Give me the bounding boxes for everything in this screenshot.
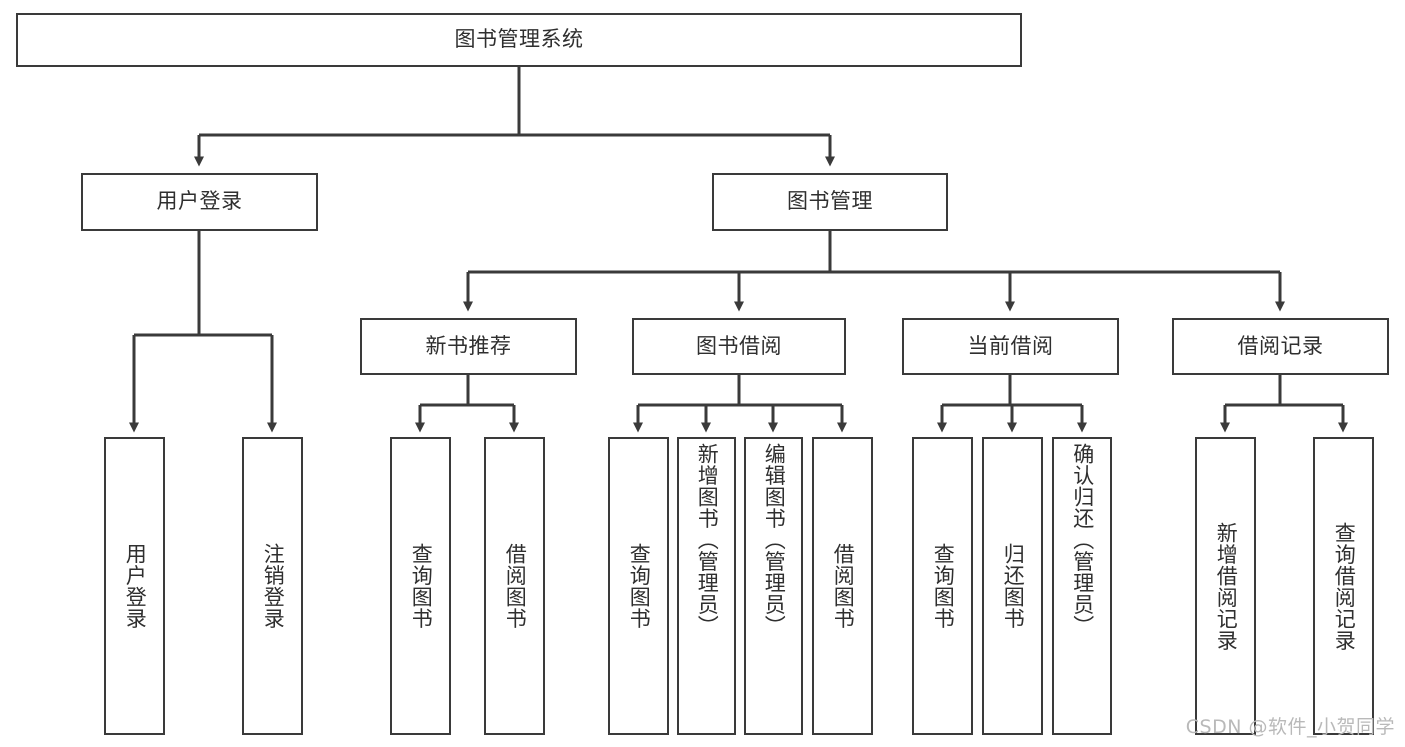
watermark-text: CSDN @软件_小贺同学 [1185, 716, 1395, 738]
node-label: 用户登录 [156, 189, 243, 214]
leaf-confirm-return-admin[interactable]: 确认归还（管理员） [1052, 437, 1112, 735]
leaf-user-login[interactable]: 用户登录 [104, 437, 165, 735]
leaf-borrow-book[interactable]: 借阅图书 [812, 437, 873, 735]
node-label: 用户登录 [123, 543, 148, 629]
node-borrow-record[interactable]: 借阅记录 [1172, 318, 1389, 375]
node-label: 图书管理系统 [454, 27, 584, 52]
node-label: 查询图书 [409, 543, 434, 629]
node-book-management[interactable]: 图书管理 [712, 173, 948, 231]
node-label: 查询图书 [931, 543, 956, 629]
node-current-borrow[interactable]: 当前借阅 [902, 318, 1119, 375]
leaf-borrow-book-recommend[interactable]: 借阅图书 [484, 437, 545, 735]
node-label: 查询图书 [627, 543, 652, 629]
leaf-query-book-current[interactable]: 查询图书 [912, 437, 973, 735]
node-label: 借阅图书 [831, 543, 856, 629]
leaf-add-borrow-record[interactable]: 新增借阅记录 [1195, 437, 1256, 735]
leaf-query-book-recommend[interactable]: 查询图书 [390, 437, 451, 735]
node-user-login[interactable]: 用户登录 [81, 173, 318, 231]
edge-borrowrecord-to-leaves [1220, 375, 1348, 433]
leaf-return-book[interactable]: 归还图书 [982, 437, 1043, 735]
node-label: 新增图书（管理员） [695, 443, 720, 637]
edge-bookborrow-to-leaves [633, 375, 847, 433]
edge-root-to-level2 [194, 67, 835, 167]
leaf-add-book-admin[interactable]: 新增图书（管理员） [677, 437, 736, 735]
node-root-library-management-system[interactable]: 图书管理系统 [16, 13, 1022, 67]
edge-newbook-to-leaves [415, 375, 519, 433]
node-label: 注销登录 [261, 543, 286, 629]
leaf-query-borrow-record[interactable]: 查询借阅记录 [1313, 437, 1374, 735]
node-label: 查询借阅记录 [1332, 521, 1357, 651]
leaf-query-book-borrow[interactable]: 查询图书 [608, 437, 669, 735]
node-label: 编辑图书（管理员） [762, 443, 787, 637]
leaf-logout[interactable]: 注销登录 [242, 437, 303, 735]
node-label: 借阅图书 [503, 543, 528, 629]
node-label: 当前借阅 [967, 333, 1054, 358]
node-label: 归还图书 [1001, 543, 1026, 629]
node-label: 新增借阅记录 [1214, 521, 1239, 651]
node-new-book-recommend[interactable]: 新书推荐 [360, 318, 577, 375]
leaf-edit-book-admin[interactable]: 编辑图书（管理员） [744, 437, 803, 735]
edge-userlogin-to-leaves [129, 231, 277, 433]
node-label: 新书推荐 [425, 333, 512, 358]
node-label: 图书借阅 [696, 333, 782, 358]
node-label: 确认归还（管理员） [1070, 443, 1095, 637]
edge-bookmgmt-to-level3 [463, 231, 1285, 312]
node-label: 图书管理 [787, 189, 873, 214]
edge-currentborrow-to-leaves [937, 375, 1087, 433]
node-label: 借阅记录 [1237, 333, 1324, 358]
node-book-borrow[interactable]: 图书借阅 [632, 318, 846, 375]
